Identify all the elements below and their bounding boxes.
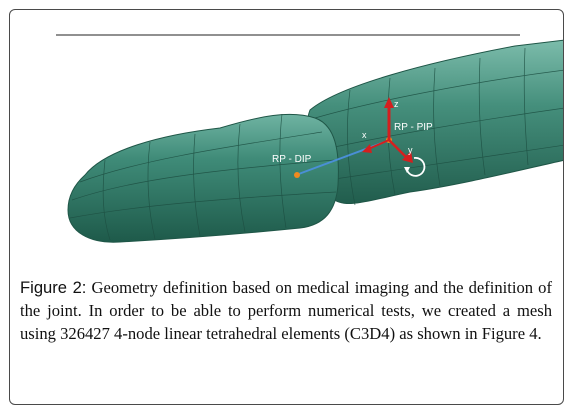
x-axis-arrow-icon xyxy=(362,144,372,153)
finger-mesh-figure: RP - DIP RP - PIP z x y xyxy=(56,34,563,243)
rp-dip-label: RP - DIP xyxy=(272,154,312,165)
rotation-arrow-icon xyxy=(406,157,426,177)
proximal-phalanx-mesh xyxy=(306,39,563,206)
z-axis-arrow-icon xyxy=(384,97,394,108)
z-axis-label: z xyxy=(394,99,399,109)
coordinate-axes xyxy=(362,97,426,177)
x-axis-label: x xyxy=(362,130,367,140)
y-axis-arrow-icon xyxy=(402,151,413,163)
caption-label: Figure 2: xyxy=(20,278,87,297)
rp-pip-label: RP - PIP xyxy=(394,122,433,133)
figure-caption: Figure 2: Geometry definition based on m… xyxy=(20,276,552,345)
y-axis-label: y xyxy=(408,145,413,155)
rp-dip-point xyxy=(294,172,300,178)
figure-frame: RP - DIP RP - PIP z x y Figure 2: Geomet… xyxy=(9,9,564,405)
distal-phalanx-mesh xyxy=(67,113,339,243)
caption-text: Geometry definition based on medical ima… xyxy=(20,278,552,343)
